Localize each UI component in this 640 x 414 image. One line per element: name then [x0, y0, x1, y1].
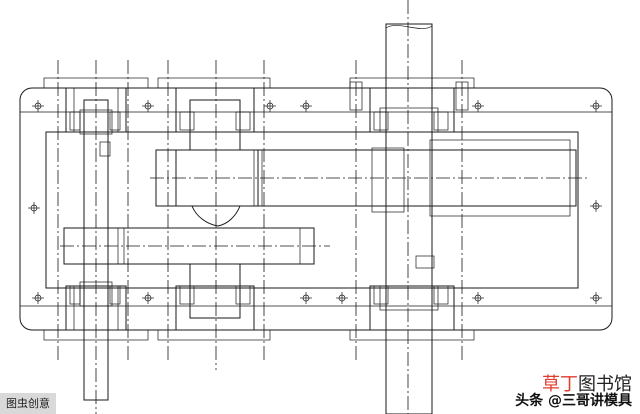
bolt-holes	[28, 100, 602, 304]
screws	[99, 81, 469, 269]
watermark-bottom-left: 图虫创意	[0, 393, 56, 414]
output-shaft	[371, 0, 439, 414]
bearing-races	[65, 87, 449, 331]
input-pinion	[60, 227, 330, 265]
center-lines	[57, 60, 463, 360]
site-logo-red: 草丁	[542, 374, 578, 395]
author-watermark: 头条 @三哥讲模具	[515, 393, 632, 409]
intermediate-shaft	[175, 60, 259, 370]
large-gear	[150, 139, 590, 217]
input-shaft	[79, 60, 113, 414]
housing-outline	[19, 87, 613, 331]
site-logo: 草丁图书馆	[542, 370, 632, 396]
site-logo-dark: 图书馆	[578, 374, 632, 395]
